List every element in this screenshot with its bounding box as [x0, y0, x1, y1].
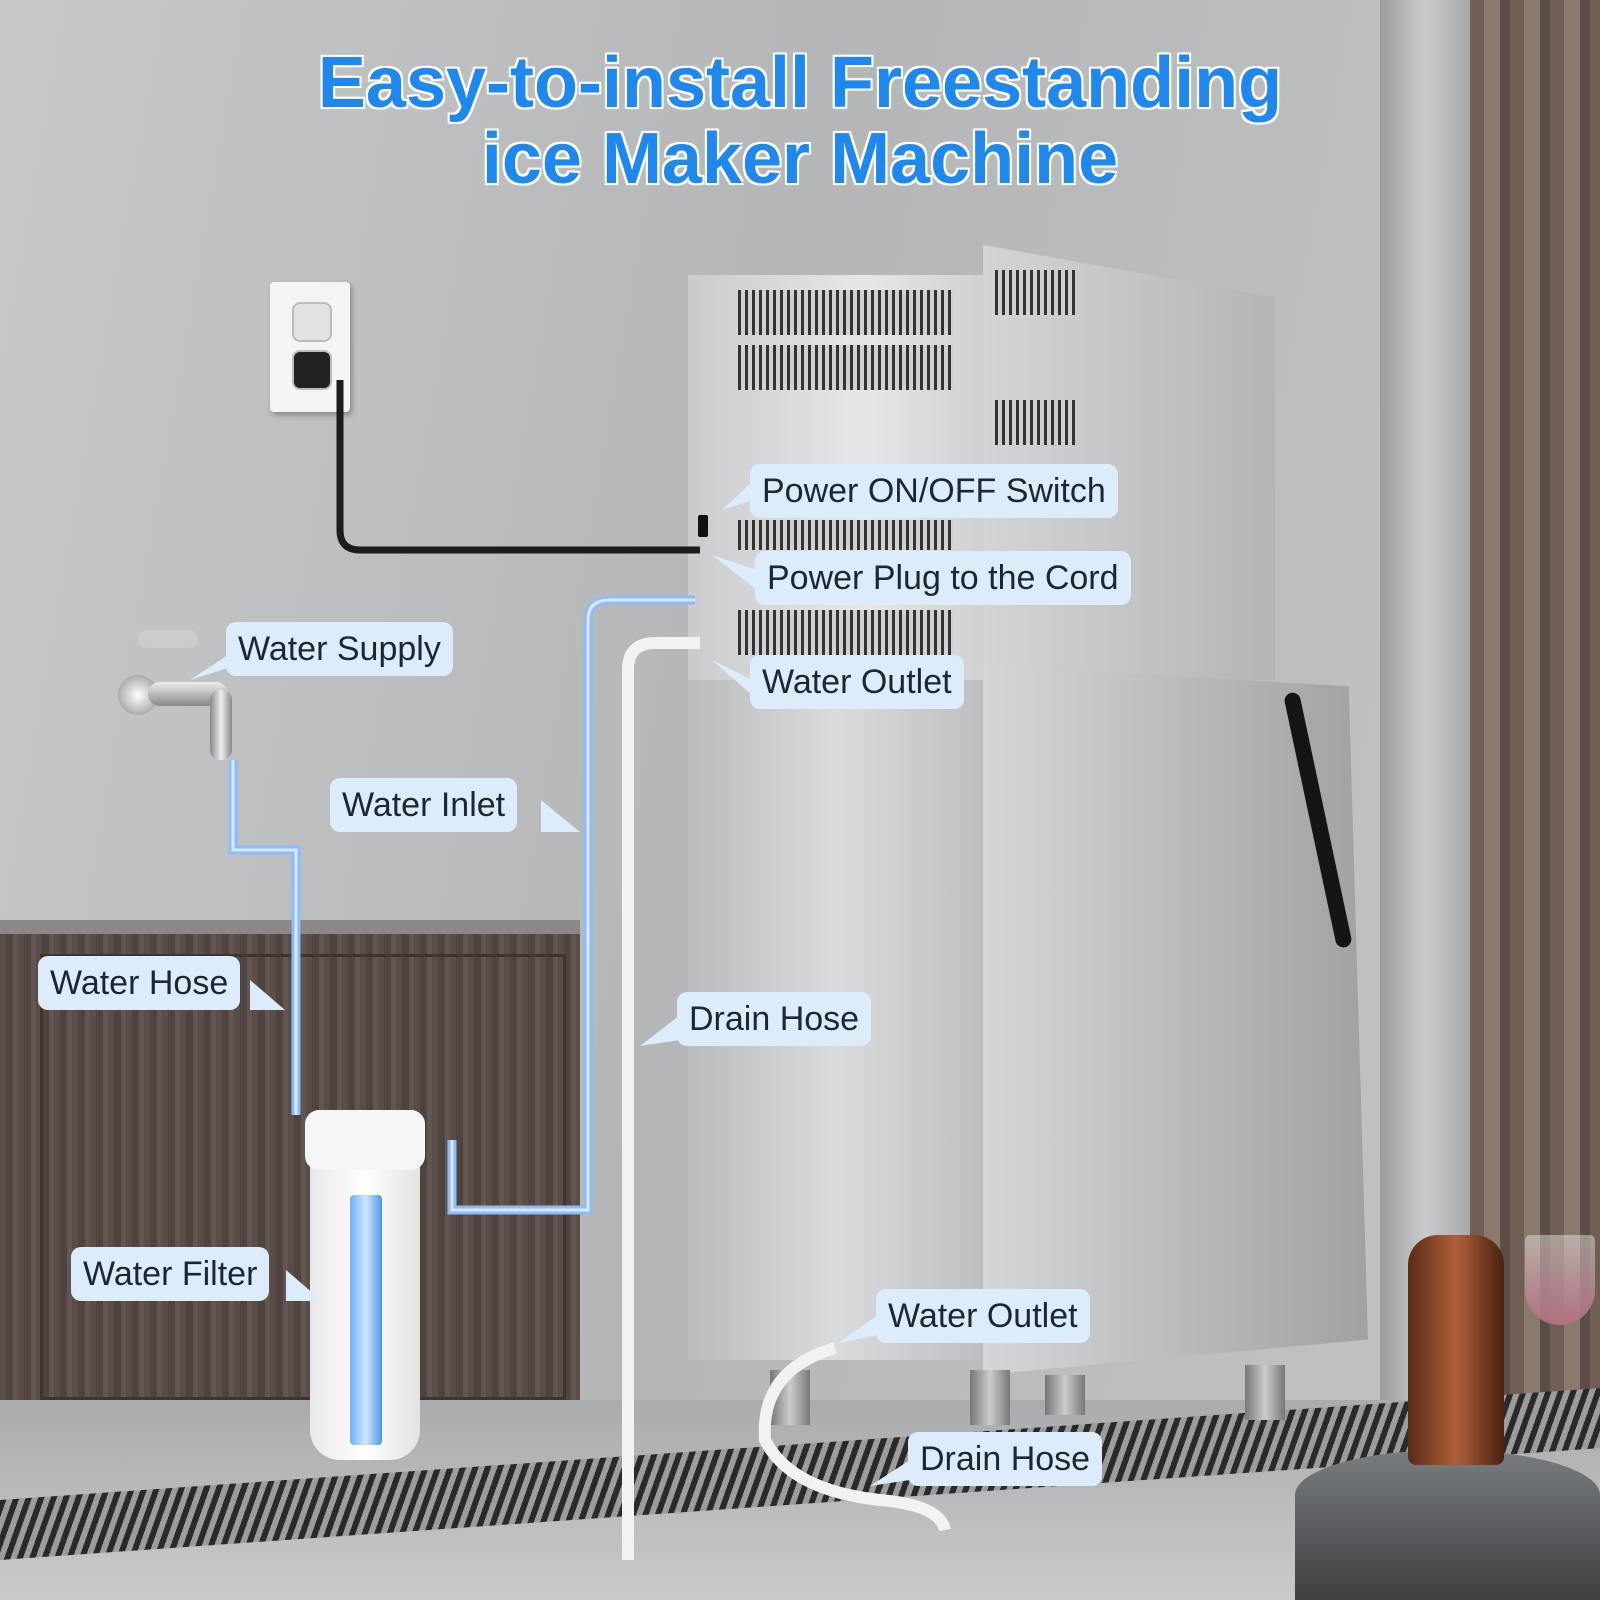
wood-panel [40, 954, 566, 1400]
label-power-plug: Power Plug to the Cord [755, 551, 1131, 605]
socket-icon [292, 302, 332, 342]
vent-grille [738, 345, 953, 390]
vent-grille [738, 610, 953, 655]
title-line-2: ice Maker Machine [481, 119, 1119, 199]
bin-drain-hose [758, 1342, 951, 1532]
label-water-outlet-bottom: Water Outlet [876, 1289, 1090, 1343]
ice-maker-head-side [983, 245, 1275, 680]
label-water-supply: Water Supply [226, 622, 453, 676]
curtain [1470, 0, 1600, 1400]
vent-grille [738, 290, 953, 335]
power-switch-icon [698, 515, 708, 537]
liquor-bottle [1408, 1235, 1504, 1465]
drain-hose [622, 637, 700, 1560]
label-drain-hose-bottom: Drain Hose [908, 1432, 1103, 1486]
vent-grille [995, 400, 1075, 445]
title-line-1: Easy-to-install Freestanding [317, 43, 1283, 123]
wine-glass [1525, 1235, 1595, 1325]
water-faucet-icon [118, 630, 238, 760]
vent-grille [738, 520, 953, 550]
machine-leg [970, 1370, 1010, 1425]
label-water-hose: Water Hose [38, 956, 241, 1010]
label-power-switch: Power ON/OFF Switch [750, 464, 1118, 518]
machine-leg [1045, 1375, 1085, 1415]
plug-icon [292, 350, 332, 390]
label-water-filter: Water Filter [71, 1247, 270, 1301]
water-hose [228, 760, 301, 1115]
wall-column [1380, 0, 1470, 1450]
label-water-outlet-top: Water Outlet [750, 655, 964, 709]
water-filter-icon [305, 1110, 425, 1460]
machine-leg [1245, 1365, 1285, 1420]
filter-cartridge [350, 1195, 382, 1445]
vent-grille [995, 270, 1075, 315]
water-inlet-hose [447, 595, 695, 1215]
power-cord [336, 380, 700, 554]
side-table [1295, 1450, 1600, 1600]
page-title: Easy-to-install Freestanding ice Maker M… [0, 45, 1600, 197]
label-drain-hose-top: Drain Hose [677, 992, 872, 1046]
label-water-inlet: Water Inlet [330, 778, 518, 832]
